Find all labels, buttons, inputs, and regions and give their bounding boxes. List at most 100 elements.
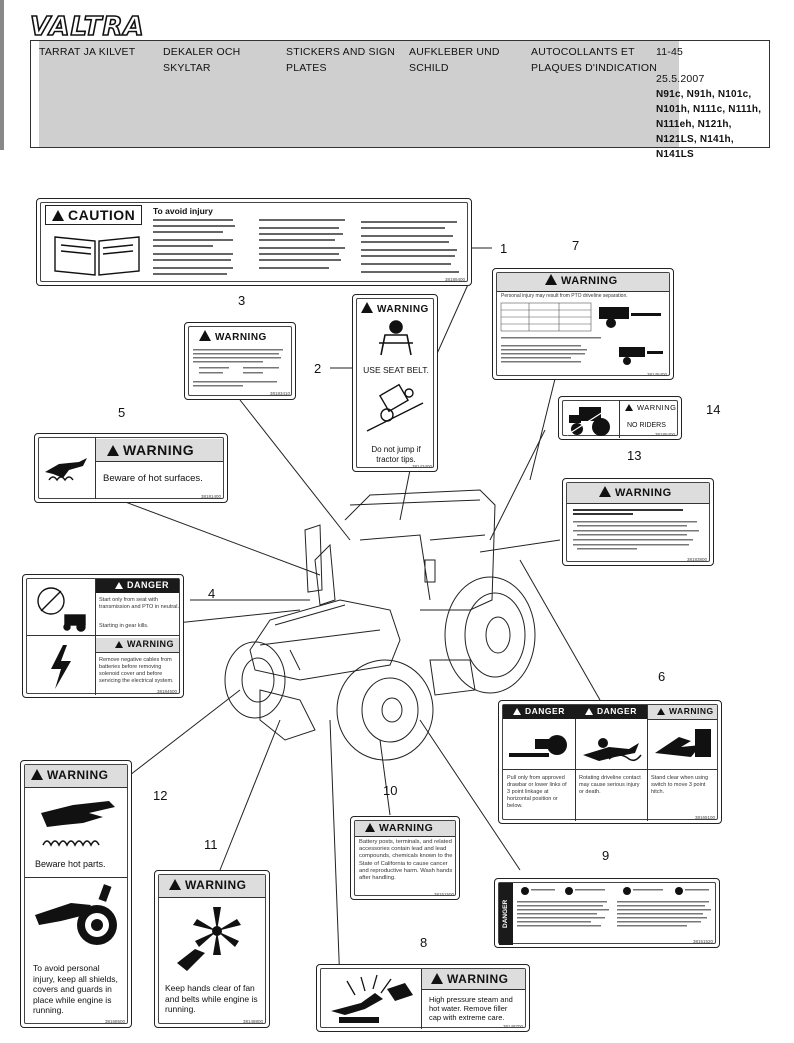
callout-4: 4 <box>208 586 216 601</box>
entanglement-rollers-icon <box>35 884 117 945</box>
callout-13: 13 <box>627 448 642 463</box>
callout-11: 11 <box>204 837 218 852</box>
label4-warning-text: Remove negative cables from batteries be… <box>99 657 174 684</box>
seatbelt-text: USE SEAT BELT. <box>363 365 429 375</box>
warning-triangle-icon <box>361 302 373 313</box>
start-from-seat-icon <box>37 587 86 632</box>
header-shaded-area <box>39 41 679 147</box>
label12-code: 38168500 <box>104 1019 125 1024</box>
page-edge-bar <box>0 0 4 150</box>
label14-title: WARNING <box>625 403 676 412</box>
callout-9: 9 <box>602 848 610 863</box>
label8-text: High pressure steam and hot water. Remov… <box>429 995 513 1022</box>
header-finnish: TARRAT JA KILVET <box>39 46 136 58</box>
no-jump-text: Do not jump if tractor tips. <box>371 445 421 464</box>
label6-danger2-title: DANGER <box>585 706 637 716</box>
steam-warning-label: WARNING High pressure steam and hot wate… <box>316 964 530 1032</box>
warning-triangle-icon <box>115 641 123 648</box>
label11-code: 38148800 <box>242 1019 263 1024</box>
driveline-entanglement-icon <box>583 738 642 762</box>
callout-5: 5 <box>118 405 126 420</box>
callout-8: 8 <box>420 935 428 950</box>
pto-warning-label: WARNING Personal injury may result from … <box>492 268 674 380</box>
hitch-crush-icon <box>655 729 711 757</box>
label6-danger1-title: DANGER <box>513 706 565 716</box>
caution-label: CAUTION To avoid injury 38189400 <box>36 198 472 286</box>
no-riders-label: WARNING NO RIDERS 38185400 <box>558 396 682 440</box>
model-list: N91c, N91h, N101c,N101h, N111c, N111h,N1… <box>656 89 762 160</box>
label13-text-block <box>573 509 699 550</box>
label8-title: WARNING <box>431 972 509 986</box>
label9-code: 38151520 <box>692 939 713 944</box>
label6-text2: Rotating driveline contact may cause ser… <box>579 775 641 795</box>
label3-title: WARNING <box>199 330 267 343</box>
doc-date: 25.5.2007 <box>656 73 705 85</box>
page-number: 11-45 <box>656 46 684 58</box>
label3-code: 38183410 <box>269 391 290 396</box>
label11-text: Keep hands clear of fan and belts while … <box>165 983 258 1014</box>
callout-1: 1 <box>500 241 508 256</box>
danger-warning-label-6: DANGER DANGER WARNING Pull only from app… <box>498 700 722 824</box>
seat-belt-icon <box>379 320 413 356</box>
label10-text: Battery posts, terminals, and related ac… <box>359 839 453 882</box>
label4-code: 38184500 <box>156 689 177 694</box>
caution-triangle-icon <box>52 210 64 221</box>
label12-title: WARNING <box>31 768 109 782</box>
danger-warning-label-4: DANGER Start only from seat with transmi… <box>22 574 184 698</box>
callout-3: 3 <box>238 293 246 308</box>
fan-blade-icon <box>177 907 241 971</box>
callout-2: 2 <box>314 361 322 376</box>
seatbelt-title: WARNING <box>361 302 429 315</box>
caution-title: CAUTION <box>45 205 143 225</box>
callout-6: 6 <box>658 669 666 684</box>
label4-danger-text: Start only from seat with transmission a… <box>99 597 179 610</box>
label13-code: 38183800 <box>686 557 707 562</box>
label3-text-block <box>193 349 283 387</box>
warning-triangle-icon <box>365 823 375 832</box>
callout-12: 12 <box>153 788 168 803</box>
steam-burn-icon <box>331 974 413 1023</box>
label13-title: WARNING <box>599 486 672 499</box>
label11-title: WARNING <box>169 878 247 892</box>
danger-triangle-icon <box>585 708 593 715</box>
callout-7: 7 <box>572 238 580 253</box>
label6-code: 38165100 <box>694 815 715 820</box>
label5-title: WARNING <box>107 442 194 458</box>
battery-lead-warning-label: WARNING Battery posts, terminals, and re… <box>350 816 460 900</box>
valtra-logo: VALTRA <box>29 11 145 43</box>
label4-danger-title: DANGER <box>115 580 170 590</box>
warning-triangle-icon <box>169 879 181 890</box>
warning-triangle-icon <box>545 274 557 285</box>
drawbar-tipping-icon <box>509 735 567 757</box>
seatbelt-code: 38143400 <box>411 464 432 469</box>
callout-14: 14 <box>706 402 721 417</box>
label12-text1: Beware hot parts. <box>35 859 106 869</box>
danger-triangle-icon <box>115 582 123 589</box>
hot-hand-icon <box>45 458 87 482</box>
label4-warning-title: WARNING <box>115 639 174 649</box>
warning-triangle-icon <box>199 330 211 341</box>
label6-text1: Pull only from approved drawbar or lower… <box>507 775 567 809</box>
label14-code: 38185400 <box>654 432 675 437</box>
manual-book-icon <box>54 236 140 276</box>
warning-label-3: WARNING 38183410 <box>184 322 296 400</box>
label7-code: 38145400 <box>646 372 667 377</box>
warning-triangle-icon <box>107 445 119 456</box>
warning-label-13: WARNING 38183800 <box>562 478 714 566</box>
seat-belt-warning-label: WARNING USE SEAT BELT. Do not jump if tr… <box>352 294 438 472</box>
tractor-rider-icon <box>566 402 618 436</box>
label5-code: 38181400 <box>200 494 221 499</box>
label10-code: 38151500 <box>433 892 454 897</box>
label8-code: 38148700 <box>502 1024 523 1029</box>
warning-triangle-icon <box>599 486 611 497</box>
electric-shock-icon <box>51 645 71 689</box>
label6-warning-title: WARNING <box>657 706 714 716</box>
caution-code: 38189400 <box>444 277 465 282</box>
hot-surfaces-warning-label: WARNING Beware of hot surfaces. 38181400 <box>34 433 228 503</box>
callout-10: 10 <box>383 783 398 798</box>
